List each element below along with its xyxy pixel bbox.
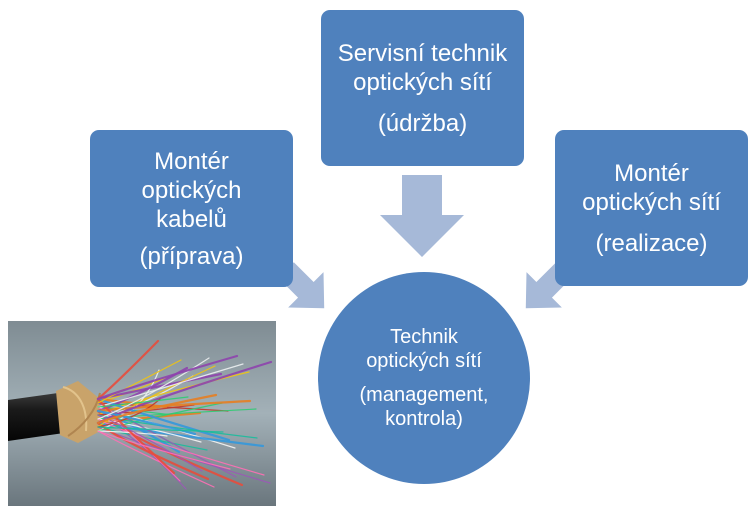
node-center-sub-1: (management,	[359, 384, 489, 406]
node-technik-center: Technik optických sítí (management, kont…	[318, 272, 530, 484]
arrow-top-to-center	[380, 175, 464, 257]
node-center-line-2: optických sítí	[366, 350, 482, 372]
node-center-sub-2: kontrola)	[385, 408, 463, 430]
node-monter-kabelu: Montér optických kabelů (příprava)	[90, 130, 293, 287]
node-top-line-2: optických sítí	[353, 68, 492, 96]
node-center-line-1: Technik	[390, 326, 458, 348]
node-top-line-1: Servisní technik	[337, 39, 508, 67]
node-left-line-1: Montér	[154, 147, 229, 175]
node-right-line-2: optických sítí	[582, 188, 721, 216]
node-top-sub: (údržba)	[377, 109, 468, 137]
node-right-sub: (realizace)	[595, 229, 708, 257]
fiber-optic-cable-photo	[8, 321, 276, 506]
node-left-line-2: optických	[141, 176, 242, 204]
node-left-sub: (příprava)	[139, 242, 244, 270]
node-servisni-technik: Servisní technik optických sítí (údržba)	[321, 10, 524, 166]
node-right-line-1: Montér	[614, 159, 689, 187]
node-monter-siti: Montér optických sítí (realizace)	[555, 130, 748, 286]
node-left-line-3: kabelů	[156, 205, 227, 233]
